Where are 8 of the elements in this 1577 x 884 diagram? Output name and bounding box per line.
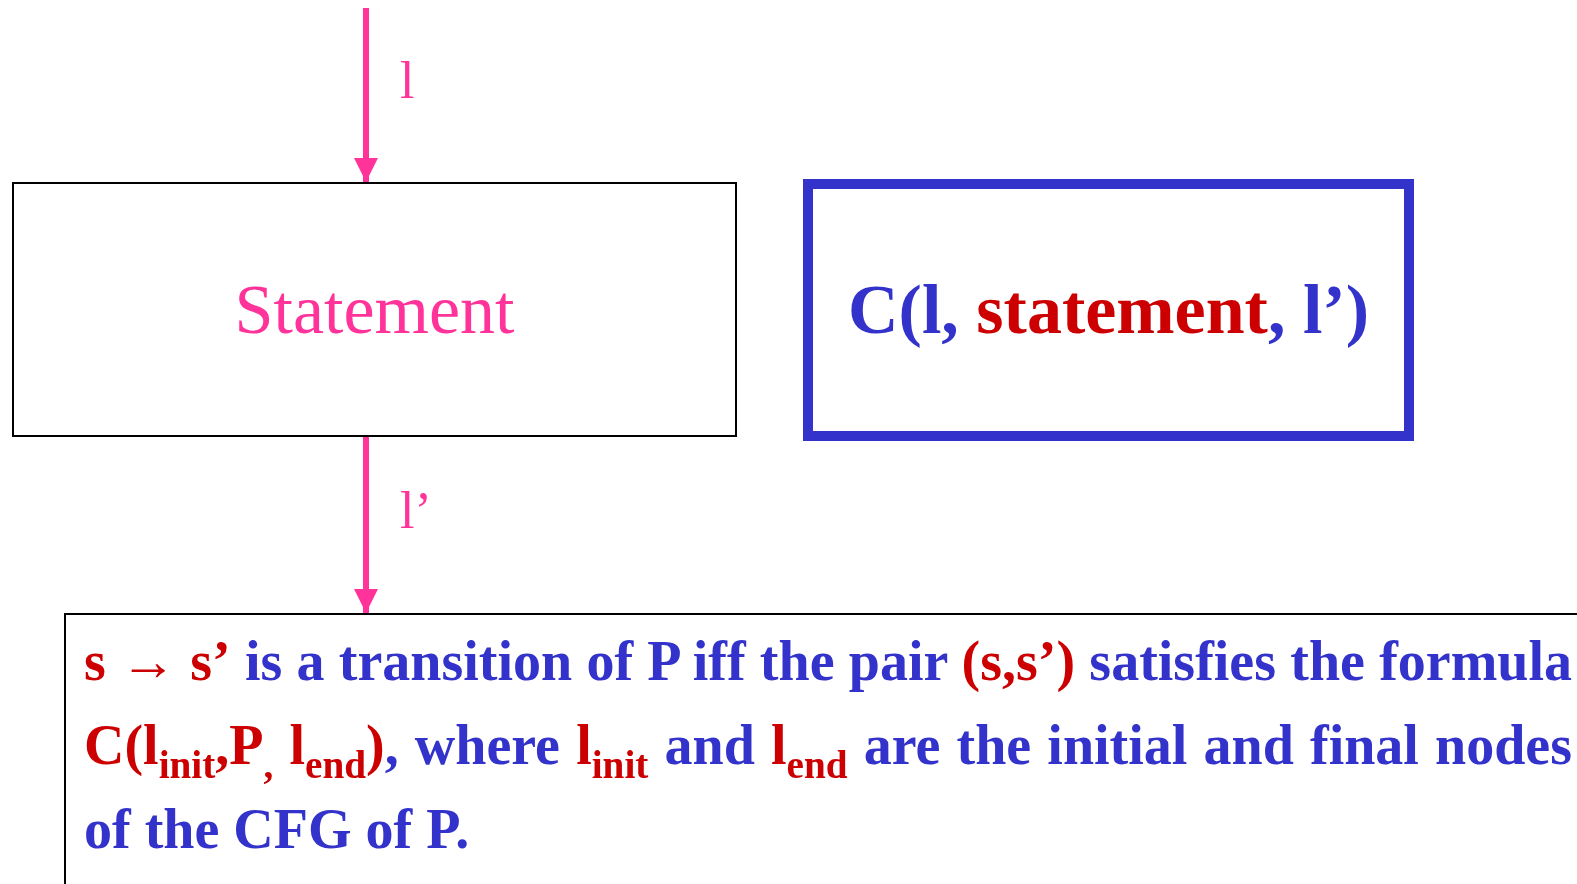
process-box <box>12 182 737 437</box>
definition-text: s → s’ is a transition of P iff the pair (s,s’) satisfies the formula C(l$_{init}$,P$_{,}$ l$_{end}$), where l$_{init}$ and l$_{end}$ are the initial and final nodes of the CFG of P. <box>83 629 1574 862</box>
definition-box <box>64 613 1577 884</box>
formula-box <box>803 179 1414 441</box>
statement-label: Statement <box>234 269 515 350</box>
arrow <box>354 8 378 182</box>
arrow <box>354 437 378 613</box>
formula-text: C(l, statement, l’) <box>848 270 1369 350</box>
